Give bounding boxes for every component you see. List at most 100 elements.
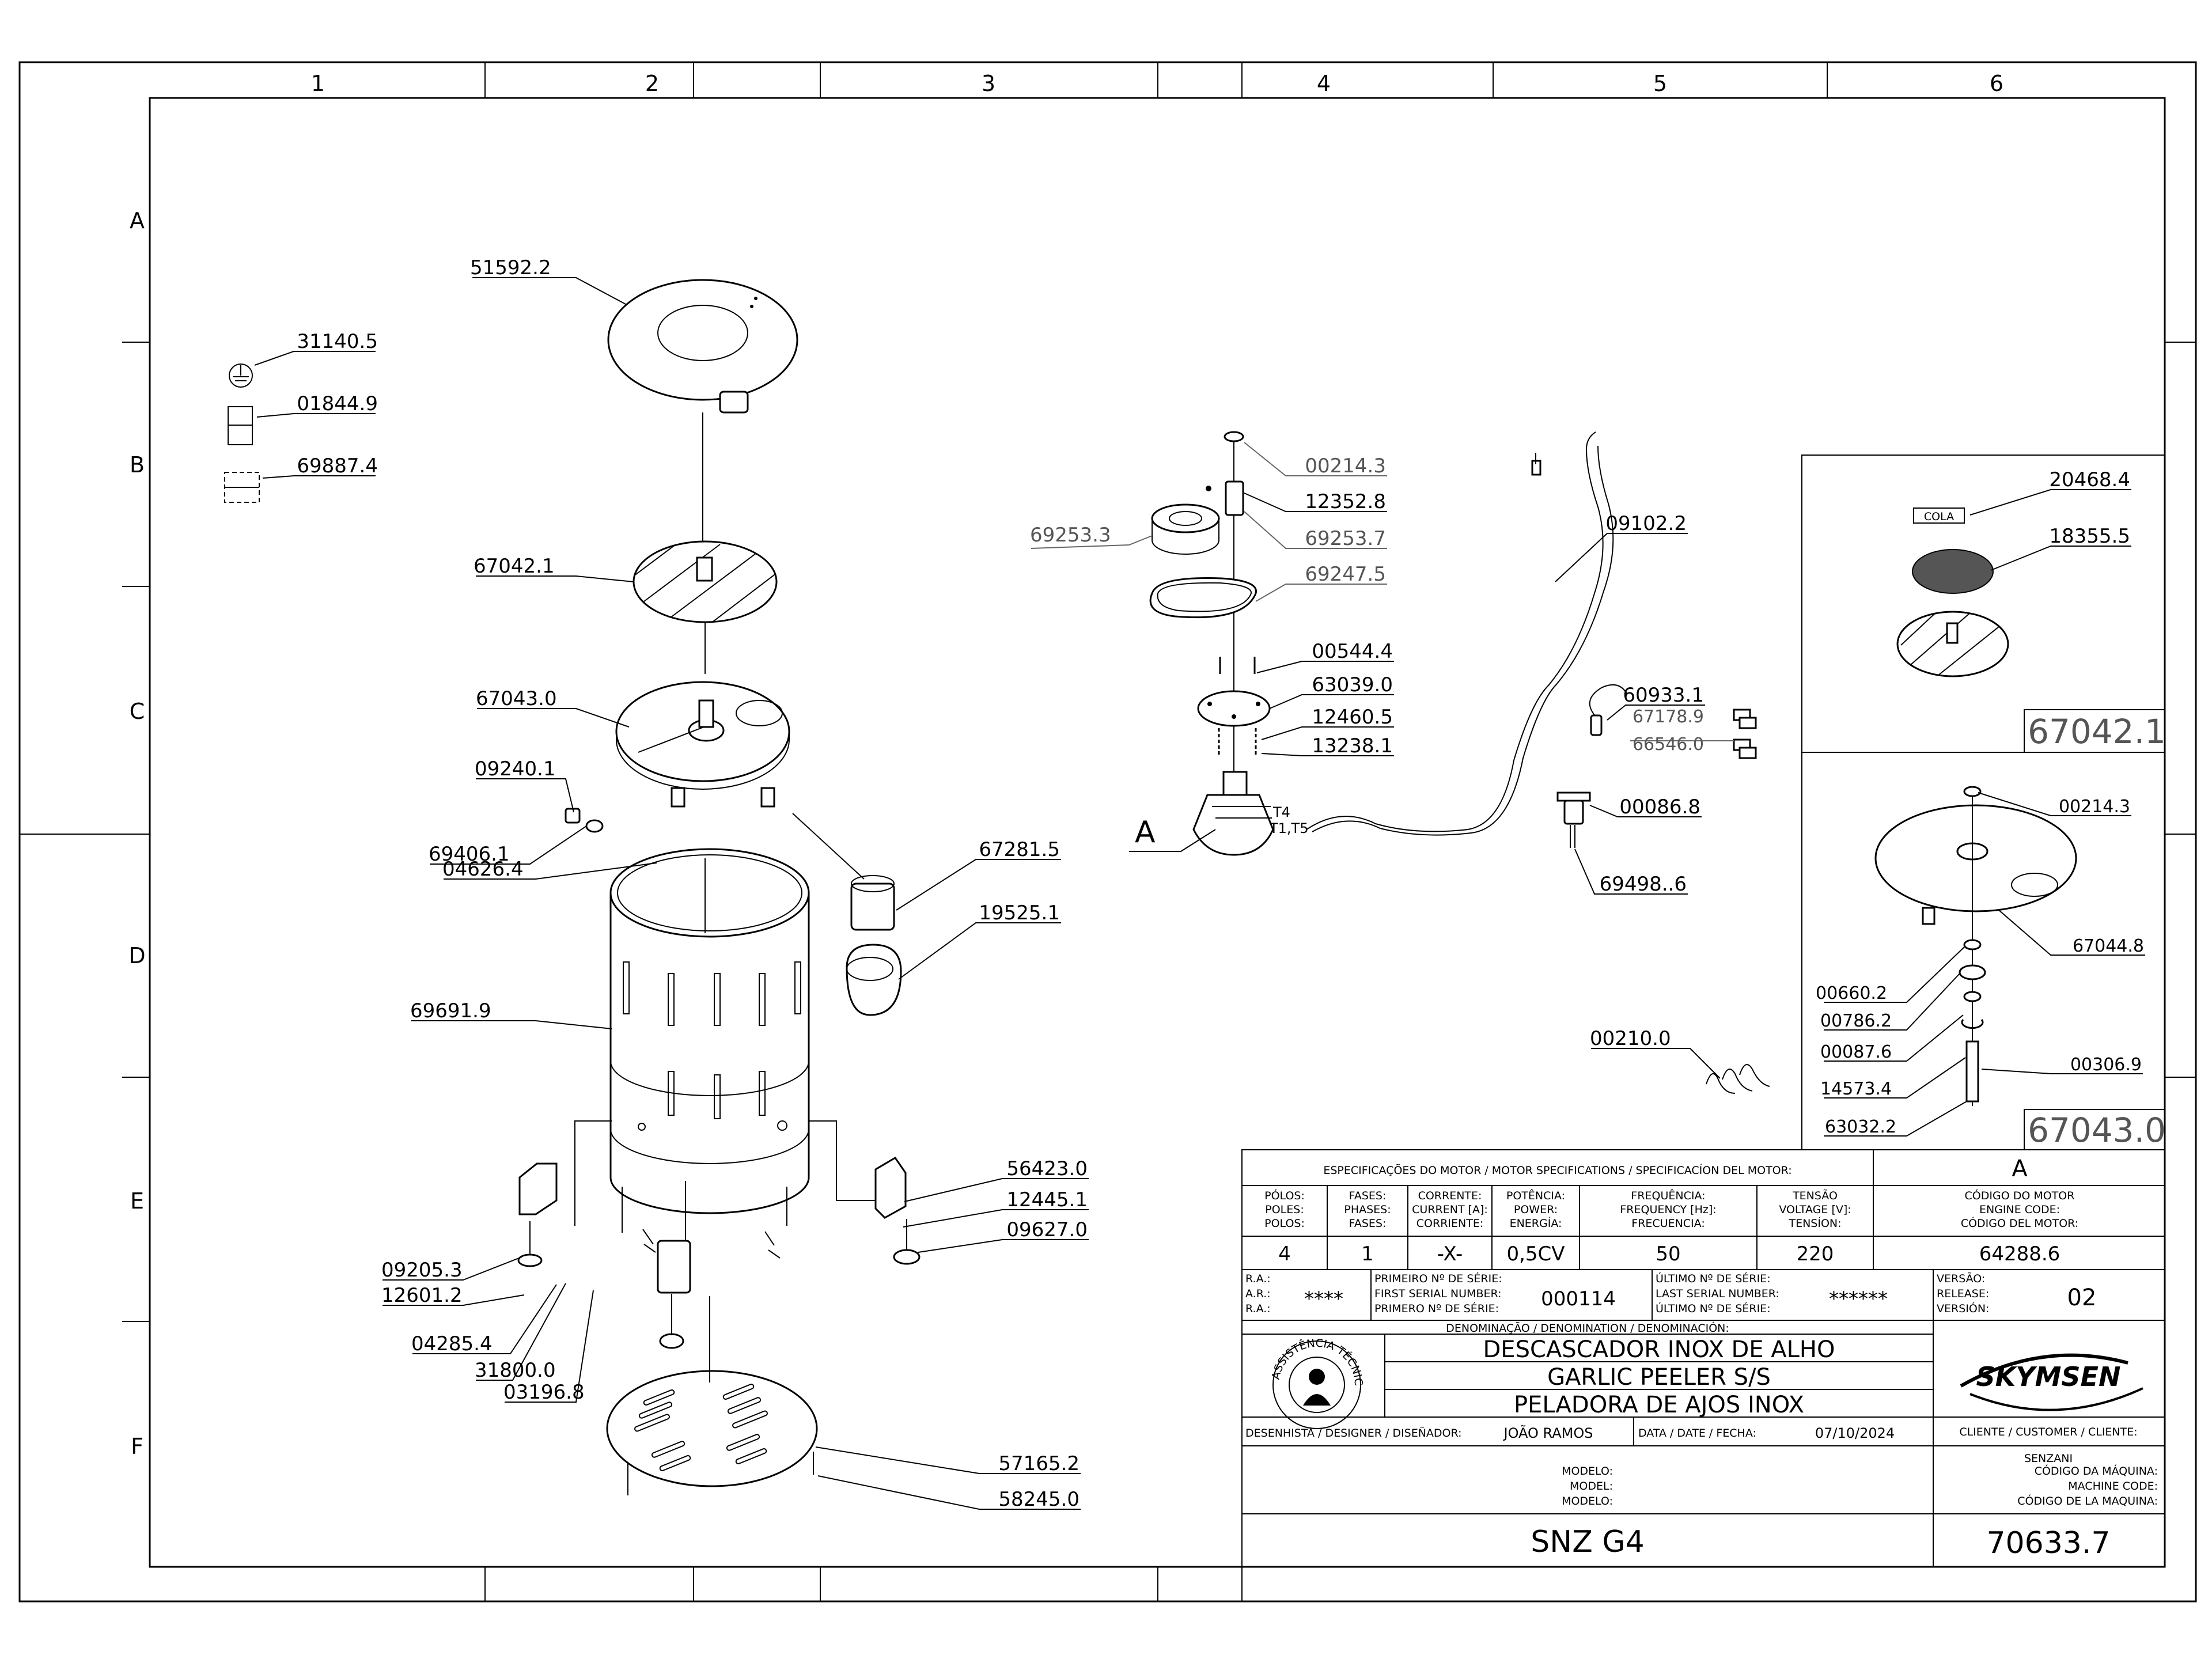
spec-current-h3: CORRIENTE: [1416, 1217, 1483, 1230]
terminal-t1-t5: T1,T5 [1269, 820, 1309, 836]
spec-voltage-value: 220 [1797, 1243, 1834, 1266]
ra-label-3: R.A.: [1245, 1302, 1271, 1315]
last-serial-value: ****** [1829, 1287, 1888, 1310]
callout-09240-1: 09240.1 [475, 757, 556, 781]
last-serial-label-3: ÚLTIMO Nº DE SÉRIE: [1656, 1301, 1771, 1315]
spec-phases-value: 1 [1361, 1243, 1374, 1266]
symbol-legend [224, 351, 376, 503]
callout-04626-4: 04626.4 [442, 858, 524, 881]
callout-09205-3: 09205.3 [381, 1259, 463, 1282]
callout-60933-1: 60933.1 [1623, 684, 1704, 707]
callout-00544-4: 00544.4 [1312, 640, 1393, 663]
callout-57165-2: 57165.2 [998, 1452, 1080, 1475]
spec-frequency-h3: FRECUENCIA: [1631, 1217, 1705, 1230]
callout-labels-center: 00214.3 12352.8 69253.3 69253.7 69247.5 … [1030, 454, 1704, 1050]
engine-code-h2: ENGINE CODE: [1979, 1203, 2060, 1216]
lid-part [607, 279, 798, 401]
engine-code-h3: CÓDIGO DEL MOTOR: [1961, 1216, 2078, 1230]
spec-voltage-h1: TENSÃO [1792, 1189, 1838, 1202]
inset-callout-00660-2: 00660.2 [1816, 983, 1887, 1003]
inset-ref-67042-1: 67042.1 [2028, 712, 2166, 751]
model-value: SNZ G4 [1531, 1525, 1644, 1559]
first-serial-value: 000114 [1541, 1287, 1616, 1310]
callout-69887-4: 69887.4 [297, 454, 378, 478]
drum-part [609, 848, 810, 938]
release-label-1: VERSÃO: [1937, 1272, 1985, 1285]
leader-lines-center [1031, 442, 1734, 1079]
callout-00086-8: 00086.8 [1619, 796, 1700, 819]
model-label-3: MODELO: [1562, 1495, 1613, 1508]
spec-poles-h1: PÓLOS: [1264, 1188, 1305, 1202]
peeler-assembly [517, 279, 921, 1495]
callout-69406-1: 69406.1 [429, 843, 510, 866]
callout-00214-3: 00214.3 [1305, 454, 1386, 478]
spec-current-h2: CURRENT [A]: [1412, 1203, 1488, 1216]
first-serial-label-3: PRIMERO Nº DE SÉRIE: [1374, 1302, 1499, 1315]
engine-code-value: 64288.6 [1979, 1243, 2061, 1266]
spec-power-h2: POWER: [1514, 1203, 1558, 1216]
callout-67043-0: 67043.0 [476, 687, 557, 710]
grid-col-2: 2 [645, 71, 659, 96]
grid-row-c: C [130, 699, 145, 724]
callout-01844-9: 01844.9 [297, 392, 378, 415]
motor-assembly: A T4 T1,T5 [1129, 431, 1770, 1094]
foot-part [517, 1253, 543, 1267]
inset-callout-00786-2: 00786.2 [1820, 1011, 1892, 1031]
leader-lines-left [382, 277, 1089, 1510]
spec-poles-value: 4 [1278, 1243, 1291, 1266]
callout-13238-1: 13238.1 [1312, 734, 1393, 757]
model-label-1: MODELO: [1562, 1465, 1613, 1478]
callout-09102-2: 09102.2 [1605, 512, 1687, 535]
spec-frequency-h1: FREQUÊNCIA: [1631, 1189, 1705, 1202]
grid-row-e: E [130, 1188, 144, 1214]
ra-label-1: R.A.: [1245, 1272, 1271, 1285]
cup-part [850, 882, 895, 931]
inset-callout-00306-9: 00306.9 [2070, 1055, 2142, 1075]
callout-31800-0: 31800.0 [475, 1359, 556, 1382]
inset-plate-detail: 00214.3 67044.8 00660.2 00786.2 00087.6 … [1801, 752, 2166, 1150]
callout-69253-3: 69253.3 [1030, 524, 1111, 547]
designer-label: DESENHISTA / DESIGNER / DISEÑADOR: [1245, 1426, 1462, 1440]
ra-value: **** [1304, 1287, 1343, 1310]
washer-part [1224, 431, 1244, 442]
grid-column-labels: 1 2 3 4 5 6 [311, 71, 2003, 96]
callout-12352-8: 12352.8 [1305, 490, 1386, 513]
screw-part [565, 808, 581, 824]
grid-col-5: 5 [1653, 71, 1667, 96]
client-label: CLIENTE / CUSTOMER / CLIENTE: [1959, 1426, 2137, 1438]
spec-power-h3: ENERGÍA: [1510, 1217, 1562, 1230]
spec-poles-h3: POLOS: [1264, 1217, 1305, 1230]
spec-frequency-value: 50 [1656, 1243, 1680, 1266]
grid-row-d: D [128, 943, 145, 968]
title-block: ESPECIFICAÇÕES DO MOTOR / MOTOR SPECIFIC… [0, 0, 2165, 1567]
grid-row-b: B [130, 452, 145, 478]
grid-row-labels: A B C D E F [128, 208, 145, 1459]
callout-12445-1: 12445.1 [1006, 1188, 1088, 1211]
plug-part [1590, 714, 1603, 736]
spec-power-h1: POTÊNCIA: [1506, 1189, 1565, 1202]
bottom-grill-part [606, 1370, 818, 1487]
last-serial-label-2: LAST SERIAL NUMBER: [1656, 1287, 1779, 1300]
left-foot-bracket [518, 1162, 558, 1215]
inset-ref-67043-0: 67043.0 [2028, 1111, 2166, 1150]
callout-51592-2: 51592.2 [470, 256, 551, 279]
release-value: 02 [2067, 1285, 2097, 1311]
motor-detail-letter: A [2012, 1156, 2028, 1182]
client-value: SENZANI [2024, 1452, 2073, 1465]
date-label: DATA / DATE / FECHA: [1638, 1427, 1756, 1440]
callout-03196-8: 03196.8 [503, 1381, 585, 1404]
spec-voltage-h2: VOLTAGE [V]: [1779, 1203, 1851, 1216]
spec-frequency-h2: FREQUENCY [Hz]: [1620, 1203, 1716, 1216]
spec-current-h1: CORRENTE: [1418, 1190, 1482, 1202]
callout-58245-0: 58245.0 [998, 1488, 1080, 1511]
switch-part [1563, 800, 1584, 825]
callout-69253-7: 69253.7 [1305, 527, 1386, 550]
callout-69247-5: 69247.5 [1305, 563, 1386, 586]
detail-a-label: A [1135, 815, 1156, 850]
abrasive-pad-part [1912, 549, 1994, 594]
engine-code-h1: CÓDIGO DO MOTOR [1965, 1188, 2075, 1202]
callout-69498-6: 69498..6 [1600, 873, 1687, 896]
date-value: 07/10/2024 [1815, 1425, 1895, 1441]
spec-voltage-h3: TENSÍON: [1788, 1217, 1841, 1230]
pulley-shaft-part [1225, 480, 1244, 516]
